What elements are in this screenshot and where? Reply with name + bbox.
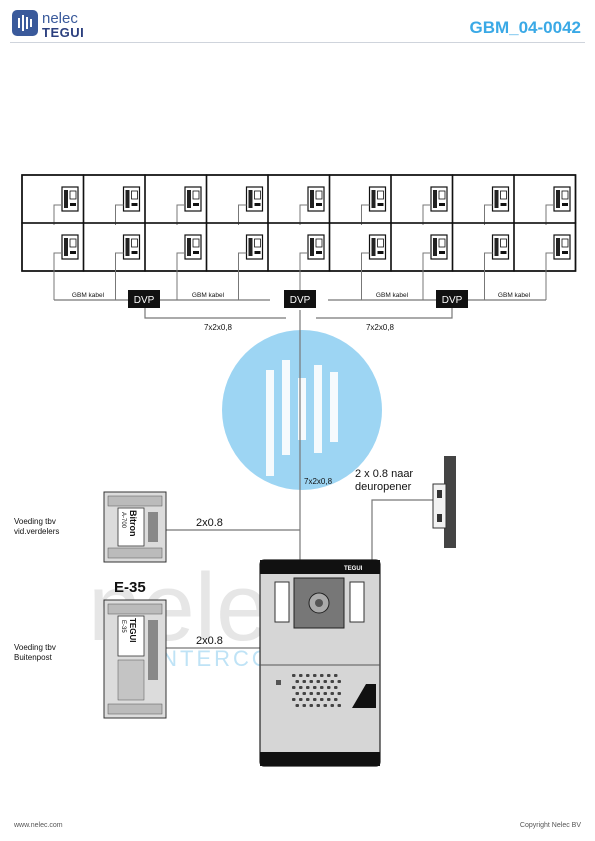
footer-website[interactable]: www.nelec.com bbox=[14, 822, 63, 829]
door-cable-label-2: deuropener bbox=[355, 481, 412, 493]
intercom-monitor-icon bbox=[61, 186, 79, 212]
psu1-model: A-700 bbox=[120, 512, 126, 529]
riser-label: 7x2x0,8 bbox=[304, 477, 333, 486]
intercom-monitor-icon bbox=[430, 234, 448, 260]
psu1-label-1: Voeding tbv bbox=[14, 517, 56, 526]
intercom-monitor-icon bbox=[307, 234, 325, 260]
intercom-monitor-icon bbox=[307, 186, 325, 212]
psu2-heading: E-35 bbox=[114, 579, 146, 596]
intercom-monitor-icon bbox=[61, 234, 79, 260]
intercom-monitor-icon bbox=[184, 234, 202, 260]
dvp-right: DVP bbox=[436, 290, 468, 308]
intercom-monitor-icon bbox=[368, 186, 387, 212]
dvp-center: DVP bbox=[284, 290, 316, 308]
down-arrow-icon bbox=[276, 680, 281, 685]
intercom-monitor-icon bbox=[368, 234, 387, 260]
intercom-monitor-icon bbox=[122, 186, 141, 212]
door-opener bbox=[432, 456, 456, 548]
psu1-label-2: vid.verdelers bbox=[14, 527, 59, 536]
intercom-monitor-icon bbox=[430, 186, 448, 212]
psu-tegui bbox=[103, 599, 167, 719]
psu2-label-1: Voeding tbv bbox=[14, 643, 56, 652]
intercom-monitor-icon bbox=[491, 186, 510, 212]
intercom-monitor-icon bbox=[491, 234, 510, 260]
gbm-cable-label-2: GBM kabel bbox=[192, 292, 225, 299]
apartment-grid bbox=[21, 174, 577, 300]
outdoor-panel bbox=[259, 559, 381, 767]
psu2-model: E-35 bbox=[120, 620, 126, 633]
psu1-cable-label: 2x0.8 bbox=[196, 517, 223, 529]
trunk-label-left: 7x2x0,8 bbox=[204, 323, 233, 332]
gbm-cable-label-4: GBM kabel bbox=[498, 292, 531, 299]
dvp-left: DVP bbox=[128, 290, 160, 308]
intercom-monitor-icon bbox=[553, 234, 571, 260]
psu2-brand: TEGUI bbox=[128, 618, 137, 642]
intercom-monitor-icon bbox=[245, 186, 264, 212]
apartment-cell bbox=[513, 222, 577, 272]
intercom-monitor-icon bbox=[184, 186, 202, 212]
psu2-label-2: Buitenpost bbox=[14, 653, 53, 662]
footer-copyright: Copyright Nelec BV bbox=[519, 822, 581, 829]
intercom-monitor-icon bbox=[245, 234, 264, 260]
nelec-logo-icon bbox=[12, 10, 38, 36]
watermark-bars-icon bbox=[266, 360, 338, 476]
dvp-right-label: DVP bbox=[442, 295, 463, 306]
header-divider bbox=[10, 42, 585, 43]
speaker-grille-icon bbox=[292, 674, 341, 707]
psu-bitron bbox=[103, 491, 167, 563]
document-code: GBM_04-0042 bbox=[469, 18, 581, 37]
panel-brand: TEGUI bbox=[344, 566, 363, 572]
dvp-left-label: DVP bbox=[134, 295, 155, 306]
cabling bbox=[54, 299, 546, 649]
intercom-monitor-icon bbox=[553, 186, 571, 212]
trunk-label-right: 7x2x0,8 bbox=[366, 323, 395, 332]
door-cable-label-1: 2 x 0.8 naar bbox=[355, 468, 413, 480]
psu2-cable-label: 2x0.8 bbox=[196, 635, 223, 647]
gbm-cable-label-3: GBM kabel bbox=[376, 292, 409, 299]
brand-sub: TEGUI bbox=[42, 25, 85, 40]
psu1-brand: Bitron bbox=[128, 510, 138, 537]
brand-name: nelec bbox=[42, 10, 78, 27]
dvp-center-label: DVP bbox=[290, 295, 311, 306]
gbm-cable-label-1: GBM kabel bbox=[72, 292, 105, 299]
intercom-monitor-icon bbox=[122, 234, 141, 260]
